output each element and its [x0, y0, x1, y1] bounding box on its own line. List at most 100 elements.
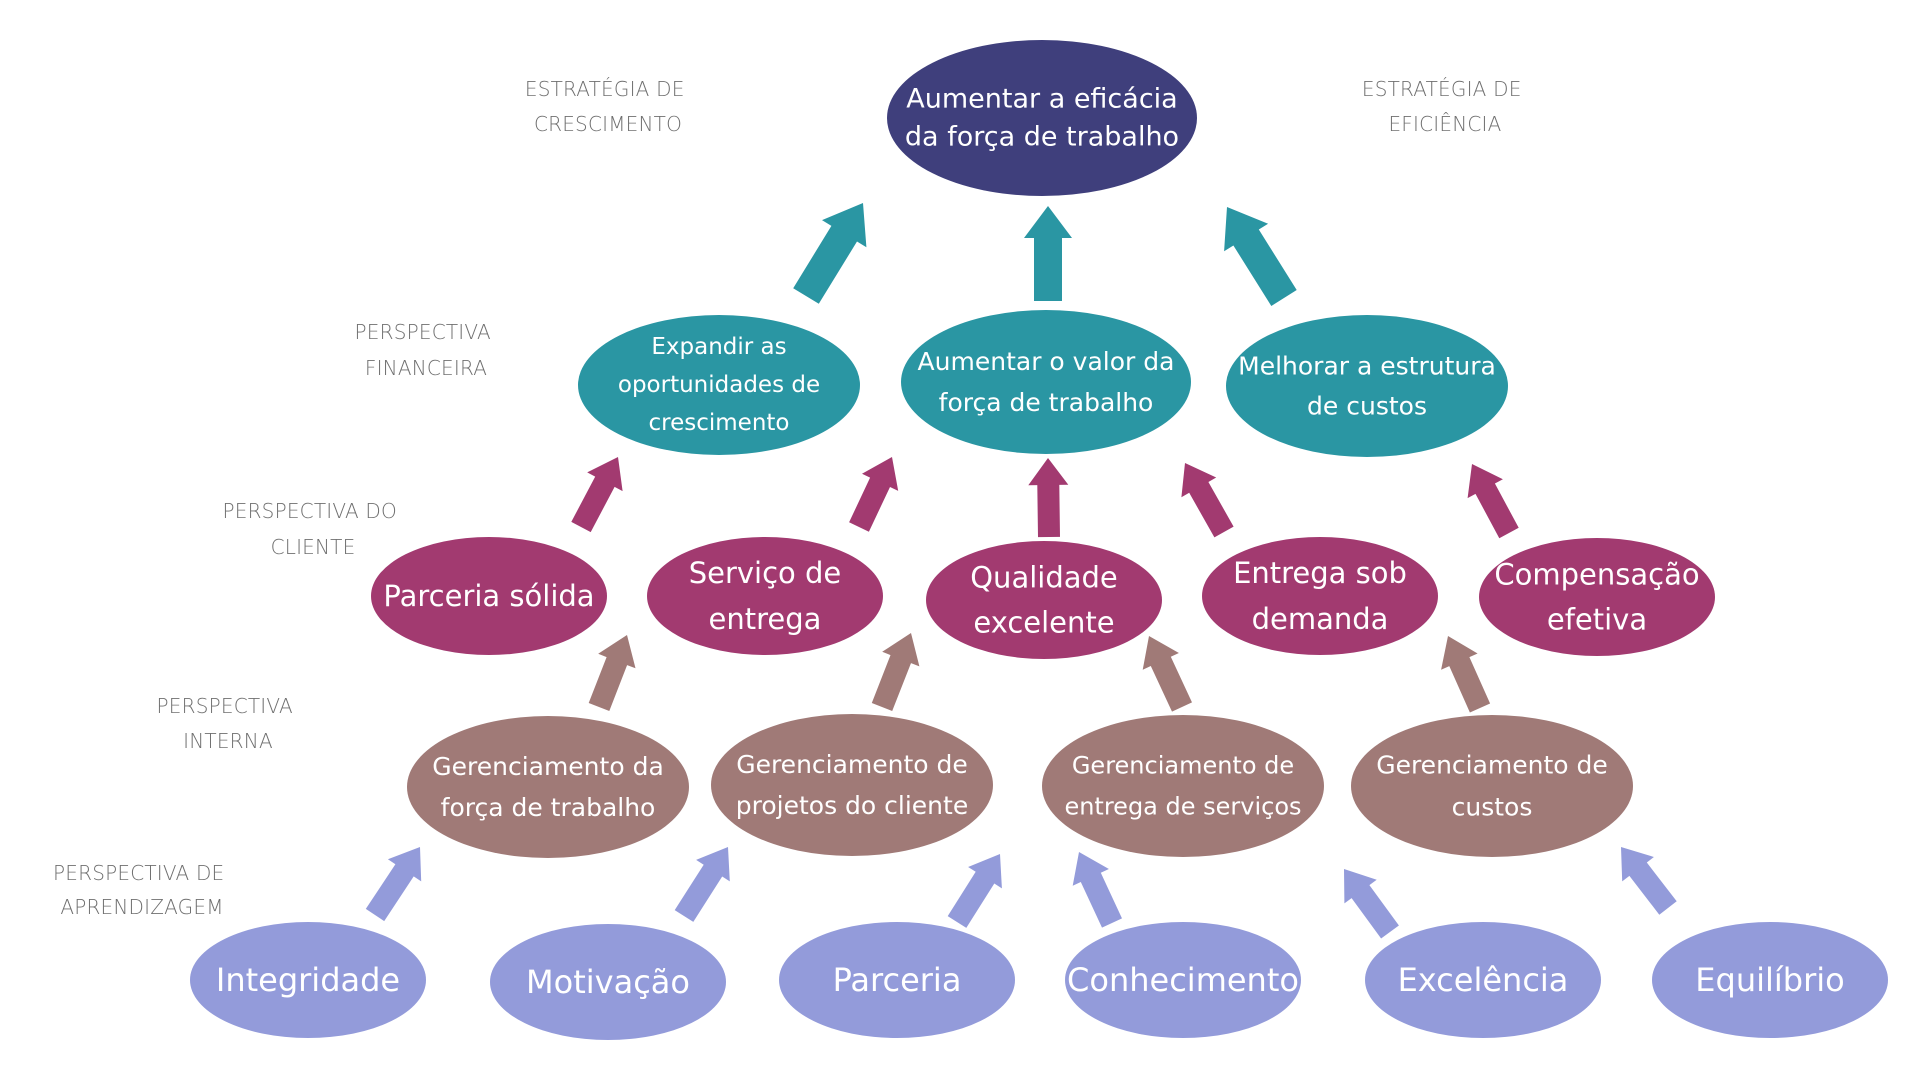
node-compensacao-efetiva[interactable]: Compensação efetiva — [1479, 538, 1715, 656]
strategy-label-efficiency: ESTRATÉGIA DE EFICIÊNCIA — [1362, 77, 1528, 136]
node-label-aumentar-eficacia-line-2: da força de trabalho — [905, 122, 1179, 153]
arrows — [365, 203, 1677, 939]
node-melhorar-custos[interactable]: Melhorar a estrutura de custos — [1226, 315, 1508, 457]
node-parceria[interactable]: Parceria — [779, 922, 1015, 1038]
node-aumentar-valor[interactable]: Aumentar o valor da força de trabalho — [901, 310, 1191, 454]
arrow-excelencia-to-gerenciamento-custos — [1344, 869, 1399, 939]
node-integridade[interactable]: Integridade — [190, 922, 426, 1038]
node-label-parceria-line-1: Parceria — [833, 961, 962, 999]
node-label-expandir-oportunidades-line-1: Expandir as — [651, 334, 786, 360]
arrow-gerenciamento-projetos-to-qualidade-excelente — [871, 633, 920, 711]
node-qualidade-excelente[interactable]: Qualidade excelente — [926, 541, 1162, 659]
arrow-parceria-to-gerenciamento-projetos — [947, 854, 1002, 928]
node-shape-gerenciamento-entrega — [1042, 715, 1324, 857]
node-parceria-solida[interactable]: Parceria sólida — [371, 537, 607, 655]
strategy-label-growth-line-2: CRESCIMENTO — [534, 112, 682, 136]
strategy-label-efficiency-line-2: EFICIÊNCIA — [1388, 112, 1501, 136]
node-label-expandir-oportunidades-line-3: crescimento — [649, 410, 790, 436]
node-shape-excelencia — [1365, 922, 1601, 1038]
node-label-equilibrio-line-1: Equilíbrio — [1695, 961, 1844, 999]
node-equilibrio[interactable]: Equilíbrio — [1652, 922, 1888, 1038]
node-conhecimento[interactable]: Conhecimento — [1065, 922, 1301, 1038]
arrow-melhorar-custos-to-aumentar-eficacia — [1224, 207, 1297, 306]
node-label-gerenciamento-forca-line-1: Gerenciamento da — [432, 752, 664, 781]
strategy-label-efficiency-line-1: ESTRATÉGIA DE — [1362, 77, 1522, 101]
node-label-gerenciamento-forca-line-2: força de trabalho — [441, 793, 656, 822]
arrow-gerenciamento-forca-to-servico-entrega — [588, 635, 636, 711]
node-label-aumentar-valor-line-2: força de trabalho — [939, 388, 1154, 417]
node-shape-equilibrio — [1652, 922, 1888, 1038]
arrow-expandir-oportunidades-to-aumentar-eficacia — [793, 203, 867, 304]
node-label-parceria-solida-line-1: Parceria sólida — [383, 579, 594, 613]
perspective-labels: ESTRATÉGIA DE CRESCIMENTO ESTRATÉGIA DE … — [53, 77, 1528, 919]
node-label-melhorar-custos-line-2: de custos — [1307, 392, 1427, 421]
node-shape-parceria — [779, 922, 1015, 1038]
perspective-label-internal: PERSPECTIVA INTERNA — [157, 694, 300, 753]
node-label-motivacao-line-1: Motivação — [526, 963, 690, 1001]
perspective-label-financial-line-1: PERSPECTIVA — [355, 320, 491, 344]
node-excelencia[interactable]: Excelência — [1365, 922, 1601, 1038]
arrow-equilibrio-to-gerenciamento-custos — [1621, 847, 1677, 915]
node-shape-motivacao — [490, 924, 726, 1040]
node-shape-aumentar-valor — [901, 310, 1191, 454]
node-shape-gerenciamento-projetos — [711, 714, 993, 856]
arrow-servico-entrega-to-aumentar-valor — [849, 457, 899, 532]
node-label-gerenciamento-entrega-line-1: Gerenciamento de — [1072, 752, 1294, 780]
node-shape-aumentar-eficacia — [887, 40, 1197, 196]
node-label-gerenciamento-entrega-line-2: entrega de serviços — [1064, 793, 1301, 821]
node-label-melhorar-custos-line-1: Melhorar a estrutura — [1238, 352, 1496, 381]
node-label-entrega-demanda-line-2: demanda — [1252, 602, 1389, 636]
arrow-parceria-solida-to-expandir-oportunidades — [571, 457, 623, 533]
perspective-label-customer-line-2: CLIENTE — [271, 535, 356, 559]
perspective-label-financial-line-2: FINANCEIRA — [365, 356, 487, 380]
arrow-conhecimento-to-gerenciamento-entrega — [1072, 852, 1122, 928]
node-expandir-oportunidades[interactable]: Expandir as oportunidades de crescimento — [578, 315, 860, 455]
node-shape-gerenciamento-custos — [1351, 715, 1633, 857]
perspective-label-learning-line-2: APRENDIZAGEM — [60, 895, 223, 919]
node-label-qualidade-excelente-line-2: excelente — [973, 606, 1114, 640]
perspective-label-internal-line-1: PERSPECTIVA — [157, 694, 293, 718]
perspective-label-learning: PERSPECTIVA DE APRENDIZAGEM — [53, 861, 231, 919]
perspective-label-learning-line-1: PERSPECTIVA DE — [53, 861, 224, 885]
strategy-label-growth: ESTRATÉGIA DE CRESCIMENTO — [525, 77, 691, 136]
arrow-qualidade-excelente-to-aumentar-valor — [1028, 458, 1069, 538]
arrow-compensacao-efetiva-to-melhorar-custos — [1467, 464, 1519, 539]
node-label-servico-entrega-line-1: Serviço de — [689, 556, 842, 590]
arrow-entrega-demanda-to-aumentar-valor — [1181, 463, 1234, 538]
perspective-label-customer-line-1: PERSPECTIVA DO — [222, 499, 396, 523]
strategy-label-growth-line-1: ESTRATÉGIA DE — [525, 77, 685, 101]
perspective-label-financial: PERSPECTIVA FINANCEIRA — [355, 320, 498, 380]
node-shape-entrega-demanda — [1202, 537, 1438, 655]
node-motivacao[interactable]: Motivação — [490, 924, 726, 1040]
node-gerenciamento-projetos[interactable]: Gerenciamento de projetos do cliente — [711, 714, 993, 856]
node-shape-servico-entrega — [647, 537, 883, 655]
node-shape-expandir-oportunidades — [578, 315, 860, 455]
node-label-conhecimento-line-1: Conhecimento — [1067, 961, 1299, 999]
node-shape-melhorar-custos — [1226, 315, 1508, 457]
arrow-gerenciamento-entrega-to-qualidade-excelente — [1142, 636, 1192, 712]
node-label-gerenciamento-projetos-line-2: projetos do cliente — [736, 791, 968, 820]
node-label-integridade-line-1: Integridade — [216, 961, 400, 999]
node-label-gerenciamento-projetos-line-1: Gerenciamento de — [736, 750, 968, 779]
node-shape-gerenciamento-forca — [407, 716, 689, 858]
perspective-label-internal-line-2: INTERNA — [183, 729, 273, 753]
node-gerenciamento-forca[interactable]: Gerenciamento da força de trabalho — [407, 716, 689, 858]
arrow-integridade-to-gerenciamento-forca — [365, 847, 422, 922]
node-label-qualidade-excelente-line-1: Qualidade — [970, 561, 1118, 595]
node-shape-qualidade-excelente — [926, 541, 1162, 659]
node-label-gerenciamento-custos-line-2: custos — [1452, 793, 1533, 822]
node-label-compensacao-efetiva-line-1: Compensação — [1494, 558, 1699, 592]
node-label-compensacao-efetiva-line-2: efetiva — [1547, 603, 1647, 637]
node-servico-entrega[interactable]: Serviço de entrega — [647, 537, 883, 655]
node-label-expandir-oportunidades-line-2: oportunidades de — [618, 372, 820, 398]
node-label-aumentar-valor-line-1: Aumentar o valor da — [918, 347, 1175, 376]
node-gerenciamento-entrega[interactable]: Gerenciamento de entrega de serviços — [1042, 715, 1324, 857]
node-label-servico-entrega-line-2: entrega — [709, 602, 822, 636]
node-shape-integridade — [190, 922, 426, 1038]
arrow-gerenciamento-custos-to-compensacao-efetiva — [1441, 636, 1491, 713]
